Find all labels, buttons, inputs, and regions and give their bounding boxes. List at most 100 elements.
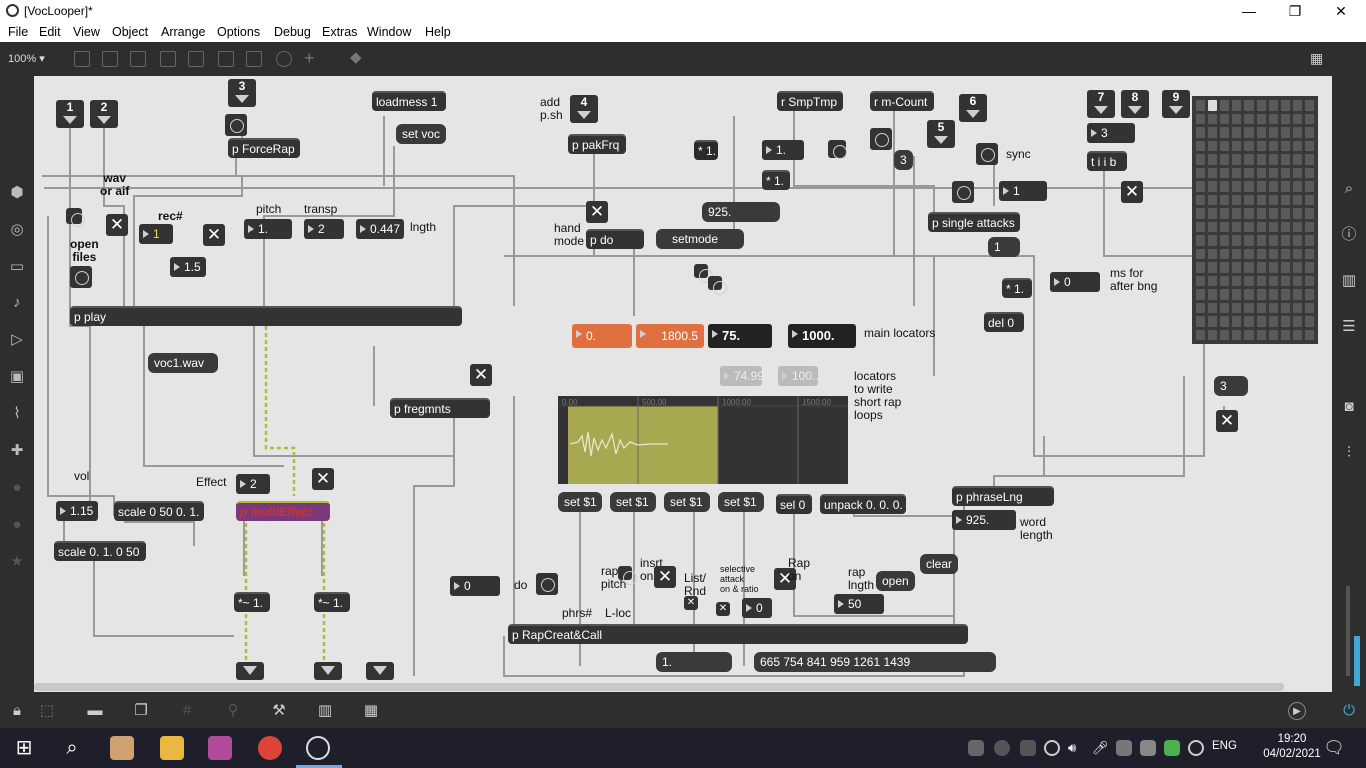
set-message-3[interactable]: set $1 xyxy=(664,492,710,512)
tray-max-icon[interactable] xyxy=(1044,740,1060,756)
matrix-cell[interactable] xyxy=(1196,127,1206,138)
search-icon[interactable]: ⌕ xyxy=(1344,180,1354,197)
matrix-cell[interactable] xyxy=(1232,262,1242,273)
open-files-bang[interactable] xyxy=(70,266,92,288)
matrix-cell[interactable] xyxy=(1220,221,1230,232)
matrix-cell[interactable] xyxy=(1304,194,1314,205)
matrix-cell[interactable] xyxy=(1208,329,1218,340)
matrix-cell[interactable] xyxy=(1244,127,1254,138)
inlet-6[interactable]: 6 xyxy=(959,94,987,122)
matrix-cell[interactable] xyxy=(1292,262,1302,273)
matrix-cell[interactable] xyxy=(1208,167,1218,178)
mcount-bang[interactable] xyxy=(870,128,892,150)
star-icon[interactable]: ★ xyxy=(10,553,24,570)
matrix-cell[interactable] xyxy=(1280,194,1290,205)
toggle-8[interactable]: ✕ xyxy=(1121,181,1143,203)
inlet-4[interactable]: 4 xyxy=(570,95,598,123)
matrix-cell[interactable] xyxy=(1280,221,1290,232)
horizontal-scrollbar[interactable] xyxy=(34,683,1284,691)
matrix-cell[interactable] xyxy=(1292,208,1302,219)
matrix-cell[interactable] xyxy=(1304,140,1314,151)
pitch-number[interactable]: 1. xyxy=(244,219,292,239)
matrix-cell[interactable] xyxy=(1208,113,1218,124)
effect-toggle[interactable]: ✕ xyxy=(312,468,334,490)
matrix-cell[interactable] xyxy=(1220,127,1230,138)
matrix-cell[interactable] xyxy=(1268,221,1278,232)
matrix-cell[interactable] xyxy=(1208,127,1218,138)
matrix-cell[interactable] xyxy=(1232,167,1242,178)
locator-end-number[interactable]: 1800.5 xyxy=(636,324,704,348)
number-1b-box[interactable]: 1 xyxy=(999,181,1047,201)
close-button[interactable]: ✕ xyxy=(1335,3,1347,19)
mul-object-3[interactable]: * 1. xyxy=(1002,278,1032,298)
new-toggle-icon[interactable] xyxy=(160,51,176,67)
matrix-cell[interactable] xyxy=(1256,194,1266,205)
matrix-cell[interactable] xyxy=(1244,167,1254,178)
ghost-number-1[interactable]: 74.99 xyxy=(720,366,764,386)
matrix-cell[interactable] xyxy=(1280,154,1290,165)
number-1.5-box[interactable]: 1.5 xyxy=(170,257,206,277)
matrix-cell[interactable] xyxy=(1232,181,1242,192)
matrix-cell[interactable] xyxy=(1196,316,1206,327)
matrix-cell[interactable] xyxy=(1268,275,1278,286)
matrix-cell[interactable] xyxy=(1280,262,1290,273)
matrix-cell[interactable] xyxy=(1280,100,1290,111)
hand-mode-toggle[interactable]: ✕ xyxy=(586,201,608,223)
matrix-cell[interactable] xyxy=(1292,154,1302,165)
matrix-cell[interactable] xyxy=(1292,289,1302,300)
tray-icon-s[interactable] xyxy=(968,740,984,756)
microphone-icon[interactable]: 🎤︎ xyxy=(1092,740,1109,755)
menu-edit[interactable]: Edit xyxy=(39,25,61,39)
matrix-cell[interactable] xyxy=(1208,154,1218,165)
matrix-cell[interactable] xyxy=(1196,221,1206,232)
matrix-cell[interactable] xyxy=(1304,302,1314,313)
matrix-cell[interactable] xyxy=(1256,208,1266,219)
list-rnd-toggle[interactable]: ✕ xyxy=(684,596,698,610)
p-rapcreat-call-object[interactable]: p RapCreat&Call xyxy=(508,624,968,644)
matrix-cell[interactable] xyxy=(1208,235,1218,246)
matrix-cell[interactable] xyxy=(1208,302,1218,313)
patcher-canvas[interactable]: 1 2 3 4 5 6 7 8 9 p ForceRap loadmess 1 … xyxy=(34,76,1332,692)
matrix-cell[interactable] xyxy=(1280,275,1290,286)
matrix-cell[interactable] xyxy=(1304,329,1314,340)
scale-object-2[interactable]: scale 0. 1. 0 50 xyxy=(54,541,146,561)
matrix-cell[interactable] xyxy=(1244,235,1254,246)
menu-file[interactable]: File xyxy=(8,25,29,39)
matrix-cell[interactable] xyxy=(1220,248,1230,259)
tiib-object[interactable]: t i i b xyxy=(1087,151,1127,171)
force-rap-object[interactable]: p ForceRap xyxy=(228,138,300,158)
volume-icon[interactable]: 🔊︎ xyxy=(1068,740,1077,755)
matrix-cell[interactable] xyxy=(1292,127,1302,138)
pin-icon[interactable]: ⚲ xyxy=(227,702,239,719)
matrix-cell[interactable] xyxy=(1220,194,1230,205)
matrix-cell[interactable] xyxy=(1304,167,1314,178)
inlet-7[interactable]: 7 xyxy=(1087,90,1115,118)
matrix-cell[interactable] xyxy=(1256,316,1266,327)
matrix-cell[interactable] xyxy=(1196,194,1206,205)
matrix-cell[interactable] xyxy=(1232,248,1242,259)
matrix-cell[interactable] xyxy=(1220,316,1230,327)
matrix-cell[interactable] xyxy=(1304,113,1314,124)
clear-message[interactable]: clear xyxy=(920,554,959,574)
maximize-button[interactable]: ❐ xyxy=(1288,3,1302,19)
matrix-cell[interactable] xyxy=(1280,248,1290,259)
language-indicator[interactable]: ENG xyxy=(1212,740,1237,752)
matrix-cell[interactable] xyxy=(1220,154,1230,165)
menu-object[interactable]: Object xyxy=(112,25,149,39)
matrix-cell[interactable] xyxy=(1220,167,1230,178)
matrix-cell[interactable] xyxy=(1220,235,1230,246)
new-object-icon[interactable] xyxy=(74,51,90,67)
scale-object-1[interactable]: scale 0 50 0. 1. xyxy=(114,501,204,521)
matrix-cell[interactable] xyxy=(1292,248,1302,259)
matrix-cell[interactable] xyxy=(1256,140,1266,151)
matrix-cell[interactable] xyxy=(1232,329,1242,340)
del-object[interactable]: del 0 xyxy=(984,312,1024,332)
ghost-number-2[interactable]: 100... xyxy=(778,366,822,386)
matrix-cell[interactable] xyxy=(1268,289,1278,300)
matrix-cell[interactable] xyxy=(1232,100,1242,111)
cube-icon[interactable]: ⬢ xyxy=(10,184,24,201)
matrix-cell[interactable] xyxy=(1232,113,1242,124)
presentation-toggle-icon[interactable]: ⬚ xyxy=(39,702,55,719)
transp-number[interactable]: 2 xyxy=(304,219,344,239)
matrix-cell[interactable] xyxy=(1208,221,1218,232)
